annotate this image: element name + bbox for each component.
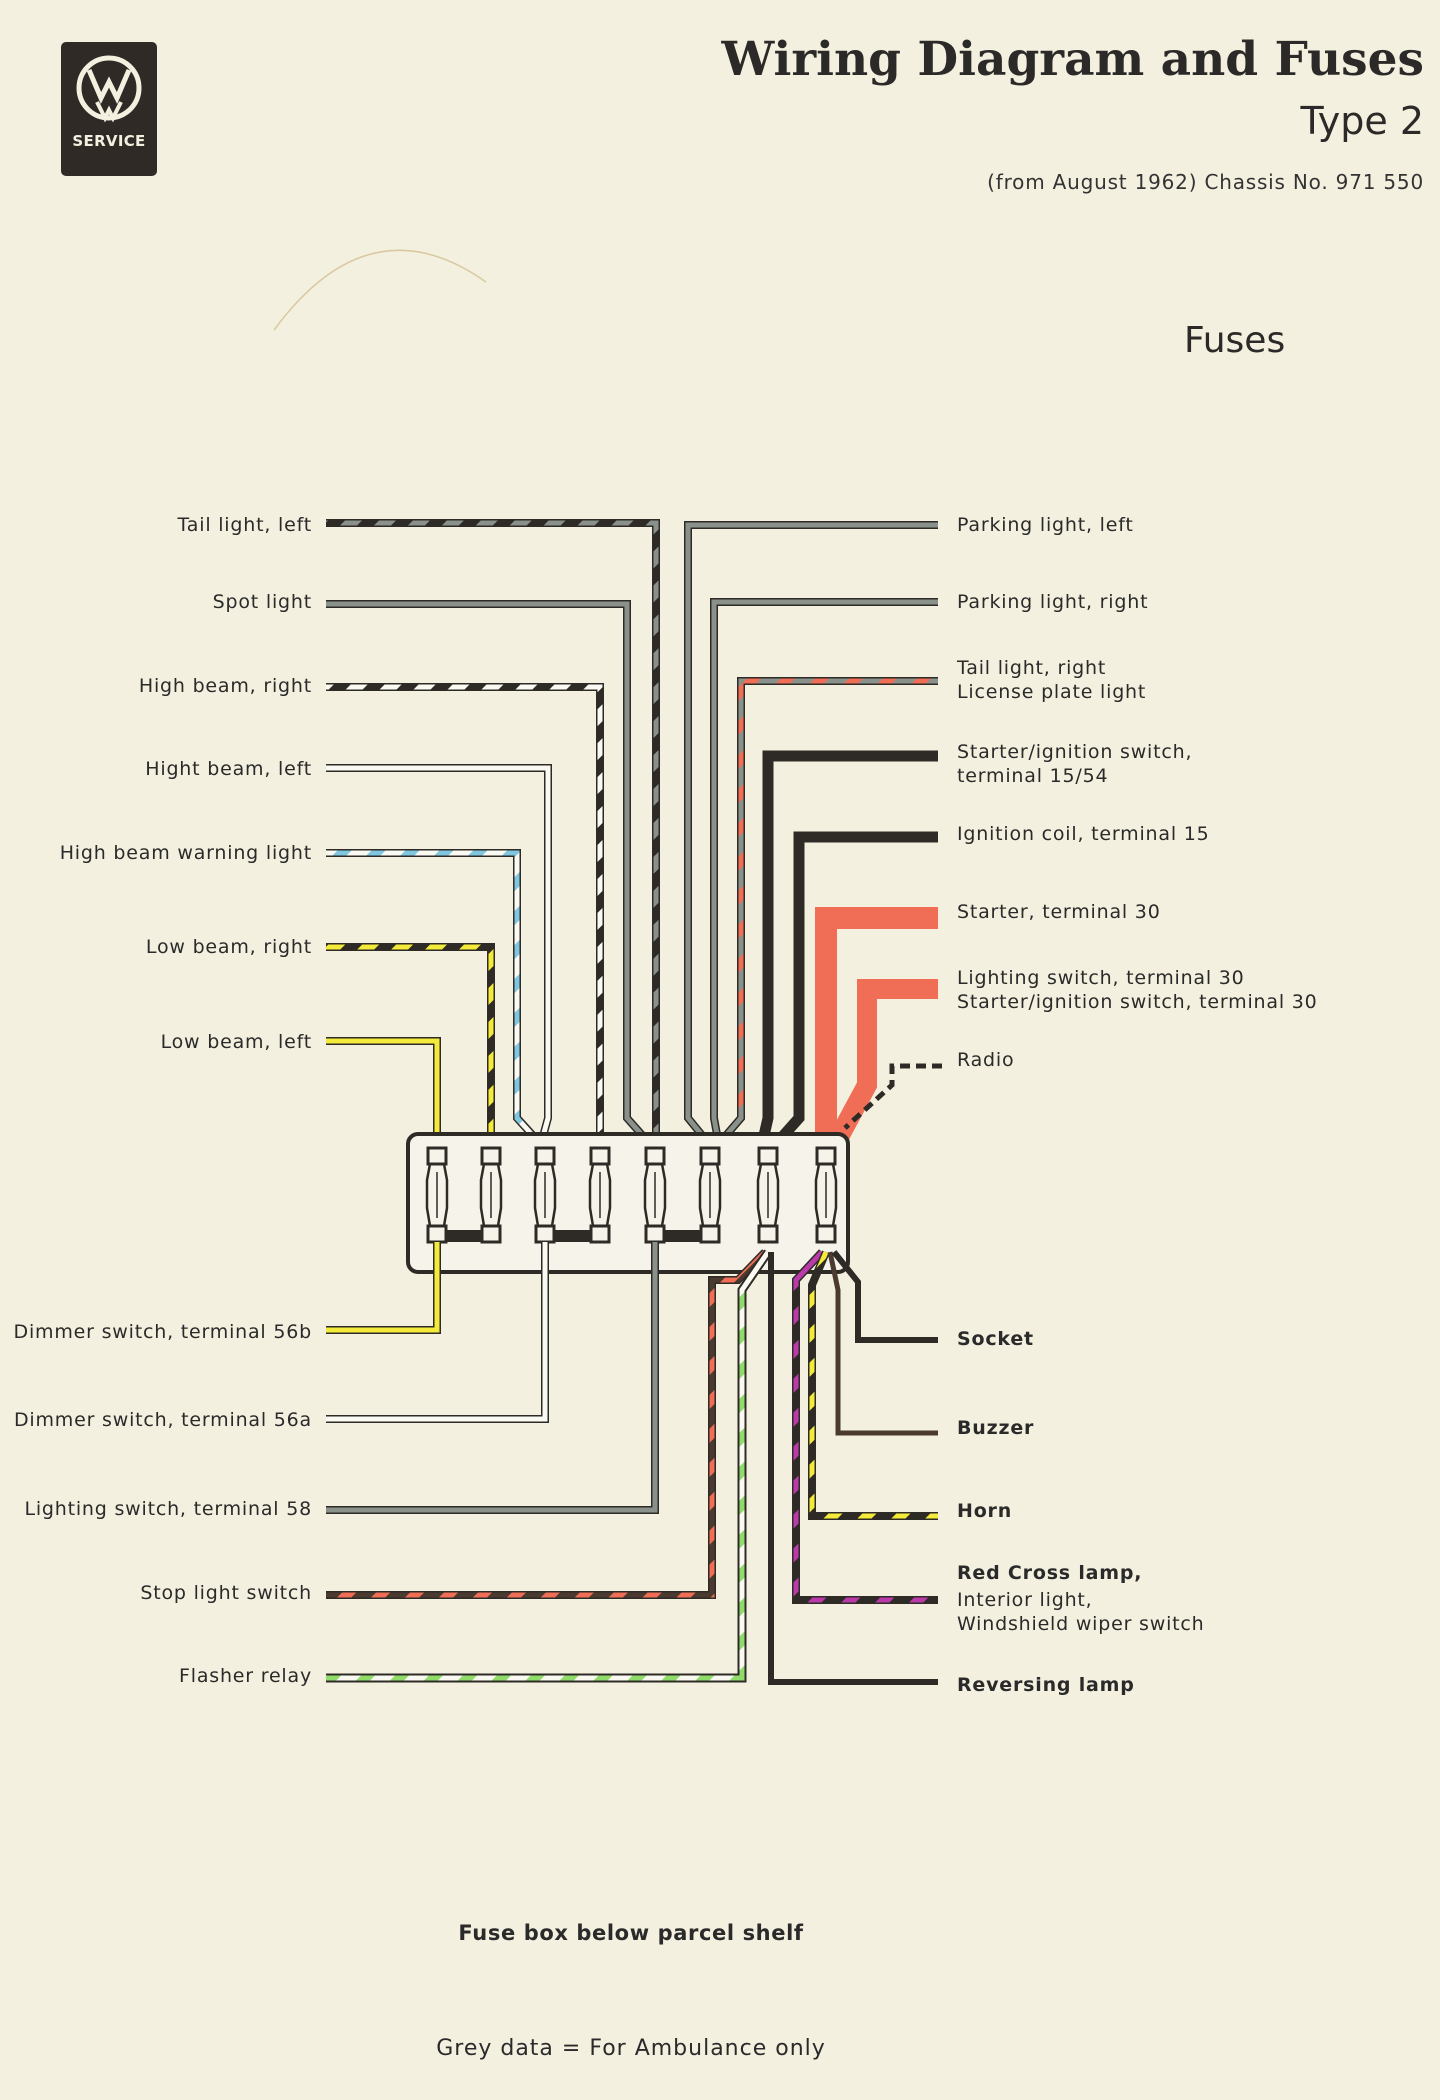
wire-starter-30 xyxy=(815,907,938,1150)
label-low-beam-right: Low beam, right xyxy=(145,936,312,958)
label-ignition-coil: Ignition coil, terminal 15 xyxy=(957,823,1210,845)
label-license-plate-light: License plate light xyxy=(957,681,1147,703)
wire-tail-light-right xyxy=(718,677,938,1143)
label-parking-light-left: Parking light, left xyxy=(957,514,1134,536)
label-reversing-lamp: Reversing lamp xyxy=(957,1674,1135,1696)
label-flasher-relay: Flasher relay xyxy=(179,1665,312,1687)
vw-service-logo: SERVICE xyxy=(61,42,157,176)
wire-spot-light xyxy=(326,600,654,1148)
wire-red-cross-lamp xyxy=(792,1249,938,1604)
wire-low-beam-right xyxy=(326,943,495,1158)
label-terminal-15-54: terminal 15/54 xyxy=(957,765,1109,787)
label-high-beam-warning: High beam warning light xyxy=(59,842,312,864)
wire-parking-light-left xyxy=(684,521,938,1148)
wire-high-beam-left xyxy=(326,764,552,1142)
logo-text: SERVICE xyxy=(72,132,146,150)
fuse-6 xyxy=(698,1146,722,1244)
diagram-footnote: Grey data = For Ambulance only xyxy=(436,2036,826,2061)
fuse-7 xyxy=(756,1146,780,1244)
label-tail-light-left: Tail light, left xyxy=(177,514,312,536)
page-subtitle: Type 2 xyxy=(1300,99,1424,143)
wire-tail-light-left xyxy=(326,519,660,1158)
fuse-box xyxy=(406,1132,850,1274)
wire-horn xyxy=(808,1250,938,1520)
fuse-row xyxy=(425,1146,838,1244)
fuse-3 xyxy=(533,1146,557,1244)
wire-socket xyxy=(831,1250,938,1343)
wire-lighting-switch-30 xyxy=(823,979,938,1155)
wire-lighting-58 xyxy=(326,1242,659,1514)
fuse-8 xyxy=(814,1146,838,1244)
fuse-5 xyxy=(643,1146,667,1244)
label-lighting-switch-30: Lighting switch, terminal 30 xyxy=(957,967,1245,989)
wire-low-beam-left xyxy=(326,1037,441,1158)
diagram-caption: Fuse box below parcel shelf xyxy=(458,1921,804,1945)
fuse-4 xyxy=(588,1146,612,1244)
label-socket: Socket xyxy=(957,1328,1034,1350)
label-lighting-58: Lighting switch, terminal 58 xyxy=(24,1498,312,1520)
wire-ignition-15-54 xyxy=(757,750,938,1142)
wire-stop-light xyxy=(326,1249,768,1599)
wire-parking-light-right xyxy=(710,598,938,1141)
label-wiper-switch: Windshield wiper switch xyxy=(957,1613,1205,1635)
label-horn: Horn xyxy=(957,1500,1013,1522)
label-dimmer-56b: Dimmer switch, terminal 56b xyxy=(13,1321,312,1343)
label-buzzer: Buzzer xyxy=(957,1417,1035,1439)
label-parking-light-right: Parking light, right xyxy=(957,591,1149,613)
section-heading: Fuses xyxy=(1184,320,1286,361)
label-tail-light-right: Tail light, right xyxy=(957,657,1107,679)
label-starter-30: Starter, terminal 30 xyxy=(957,901,1161,923)
label-starter-ignition: Starter/ignition switch, xyxy=(957,741,1193,763)
wire-radio xyxy=(843,1063,942,1130)
label-high-beam-right: High beam, right xyxy=(138,675,312,697)
wire-ignition-coil xyxy=(770,831,938,1149)
label-low-beam-left: Low beam, left xyxy=(160,1031,312,1053)
label-dimmer-56a: Dimmer switch, terminal 56a xyxy=(13,1409,312,1431)
label-stop-light: Stop light switch xyxy=(140,1582,312,1604)
label-radio: Radio xyxy=(957,1049,1015,1071)
wire-reversing-lamp xyxy=(768,1252,938,1685)
label-interior-light: Interior light, xyxy=(957,1589,1093,1611)
wire-dimmer-56b xyxy=(326,1242,441,1334)
label-red-cross-lamp: Red Cross lamp, xyxy=(957,1562,1143,1584)
wire-buzzer xyxy=(827,1251,938,1436)
vw-emblem-icon xyxy=(76,55,142,123)
fuse-1 xyxy=(425,1146,449,1244)
chassis-note: (from August 1962) Chassis No. 971 550 xyxy=(987,170,1424,194)
wire-flasher-relay xyxy=(326,1249,772,1683)
fuse-2 xyxy=(479,1146,503,1244)
page-title: Wiring Diagram and Fuses xyxy=(721,32,1424,87)
label-spot-light: Spot light xyxy=(212,591,312,613)
decorative-arc xyxy=(273,249,487,331)
wire-high-beam-right xyxy=(326,683,604,1158)
wire-high-beam-warning xyxy=(326,849,540,1143)
label-starter-switch-30: Starter/ignition switch, terminal 30 xyxy=(957,991,1318,1013)
label-high-beam-left: Hight beam, left xyxy=(145,758,312,780)
wire-dimmer-56a xyxy=(326,1242,549,1423)
